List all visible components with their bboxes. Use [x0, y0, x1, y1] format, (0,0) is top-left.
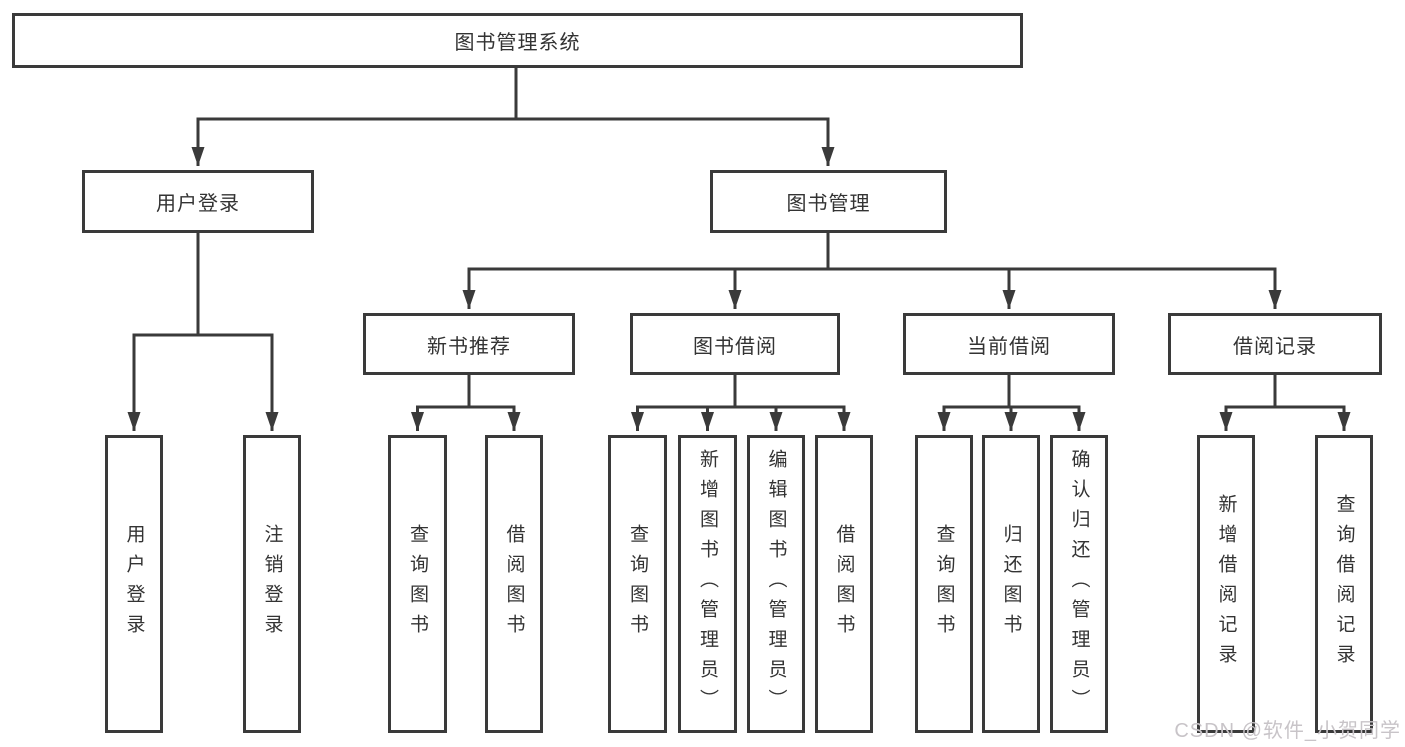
leaf-edit-book-admin: 编辑图书（管理员）	[747, 435, 805, 733]
leaf-logout: 注销登录	[243, 435, 301, 733]
node-book-management: 图书管理	[710, 170, 947, 233]
leaf-user-login: 用户登录	[105, 435, 163, 733]
leaf-query-books-current: 查询图书	[915, 435, 973, 733]
node-book-borrowing: 图书借阅	[630, 313, 840, 375]
leaf-return-books: 归还图书	[982, 435, 1040, 733]
leaf-query-books-recommend: 查询图书	[388, 435, 447, 733]
node-new-book-recommendation: 新书推荐	[363, 313, 575, 375]
leaf-borrow-books: 借阅图书	[815, 435, 873, 733]
leaf-add-borrow-record: 新增借阅记录	[1197, 435, 1255, 733]
leaf-add-book-admin: 新增图书（管理员）	[678, 435, 737, 733]
node-borrowing-records: 借阅记录	[1168, 313, 1382, 375]
csdn-watermark: CSDN @软件_小贺同学	[1174, 720, 1401, 742]
node-library-management-system: 图书管理系统	[12, 13, 1023, 68]
leaf-confirm-return-admin: 确认归还（管理员）	[1050, 435, 1108, 733]
node-user-login: 用户登录	[82, 170, 314, 233]
leaf-borrow-books-recommend: 借阅图书	[485, 435, 543, 733]
node-current-borrowing: 当前借阅	[903, 313, 1115, 375]
leaf-query-books-borrowing: 查询图书	[608, 435, 667, 733]
leaf-query-borrow-record: 查询借阅记录	[1315, 435, 1373, 733]
